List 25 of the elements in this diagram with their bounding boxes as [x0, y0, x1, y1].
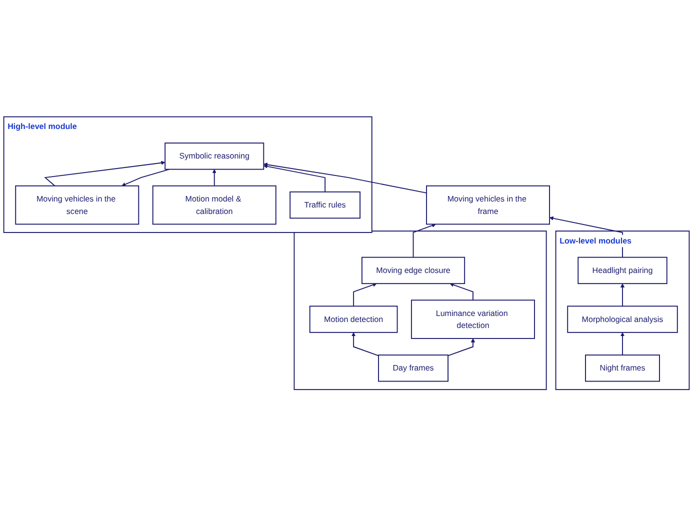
node-box: Morphological analysis — [567, 306, 678, 333]
arrow — [620, 283, 625, 306]
cluster — [294, 230, 547, 390]
arrow — [212, 168, 216, 186]
arrow — [122, 168, 170, 186]
arrow — [450, 282, 474, 300]
arrow — [263, 164, 326, 192]
node-box: Night frames — [585, 354, 660, 382]
arrow — [412, 223, 436, 258]
node-box: Symbolic reasoning — [164, 142, 264, 170]
arrow — [351, 332, 379, 356]
node-box: Motion detection — [309, 306, 398, 333]
arrow — [263, 162, 427, 194]
node-box: Moving edge closure — [361, 256, 466, 284]
node-box: Moving vehicles in the frame — [426, 185, 550, 224]
node-box: Traffic rules — [290, 191, 360, 218]
arrow — [448, 338, 476, 356]
node-box: Motion model & calibration — [152, 185, 276, 224]
arrow — [44, 160, 166, 186]
node-box: Luminance variation detection — [410, 299, 535, 339]
node-box: Headlight pairing — [578, 256, 668, 284]
arrow — [353, 282, 377, 306]
node-box: Moving vehicles in the scene — [15, 185, 140, 224]
arrow — [620, 332, 625, 356]
node-box: Day frames — [378, 354, 448, 382]
